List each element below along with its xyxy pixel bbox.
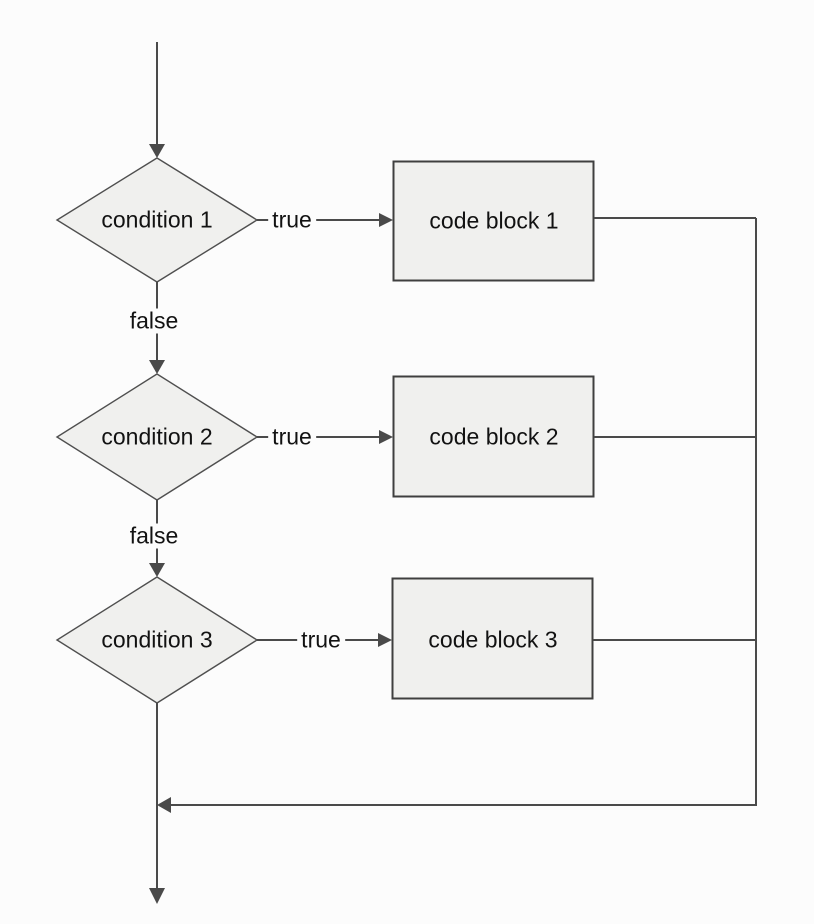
merge-return-edge <box>170 218 757 806</box>
code-block-label-1: code block 1 <box>429 207 559 234</box>
arrowhead-merge-left <box>157 797 171 813</box>
decision-label-3: condition 3 <box>101 626 213 653</box>
arrowhead-false-1 <box>149 360 165 374</box>
arrowhead-true-1 <box>379 213 393 227</box>
false-label-2: false <box>125 523 183 549</box>
code-block-label-2: code block 2 <box>429 423 559 450</box>
arrowhead-true-3 <box>378 633 392 647</box>
arrowhead-true-2 <box>379 430 393 444</box>
false-label-1: false <box>125 308 183 334</box>
code-block-label-3: code block 3 <box>428 626 558 653</box>
true-label-2: true <box>268 424 316 450</box>
true-label-1: true <box>268 207 316 233</box>
code-block-rect-3 <box>391 577 594 700</box>
decision-label-1: condition 1 <box>101 206 213 233</box>
arrowhead-entry-down <box>149 144 165 158</box>
code-block-rect-1 <box>392 160 595 282</box>
arrowhead-exit-down <box>149 888 165 904</box>
true-label-3: true <box>297 627 345 653</box>
code-block-rect-2 <box>392 375 595 498</box>
arrowhead-false-2 <box>149 563 165 577</box>
decision-label-2: condition 2 <box>101 423 213 450</box>
